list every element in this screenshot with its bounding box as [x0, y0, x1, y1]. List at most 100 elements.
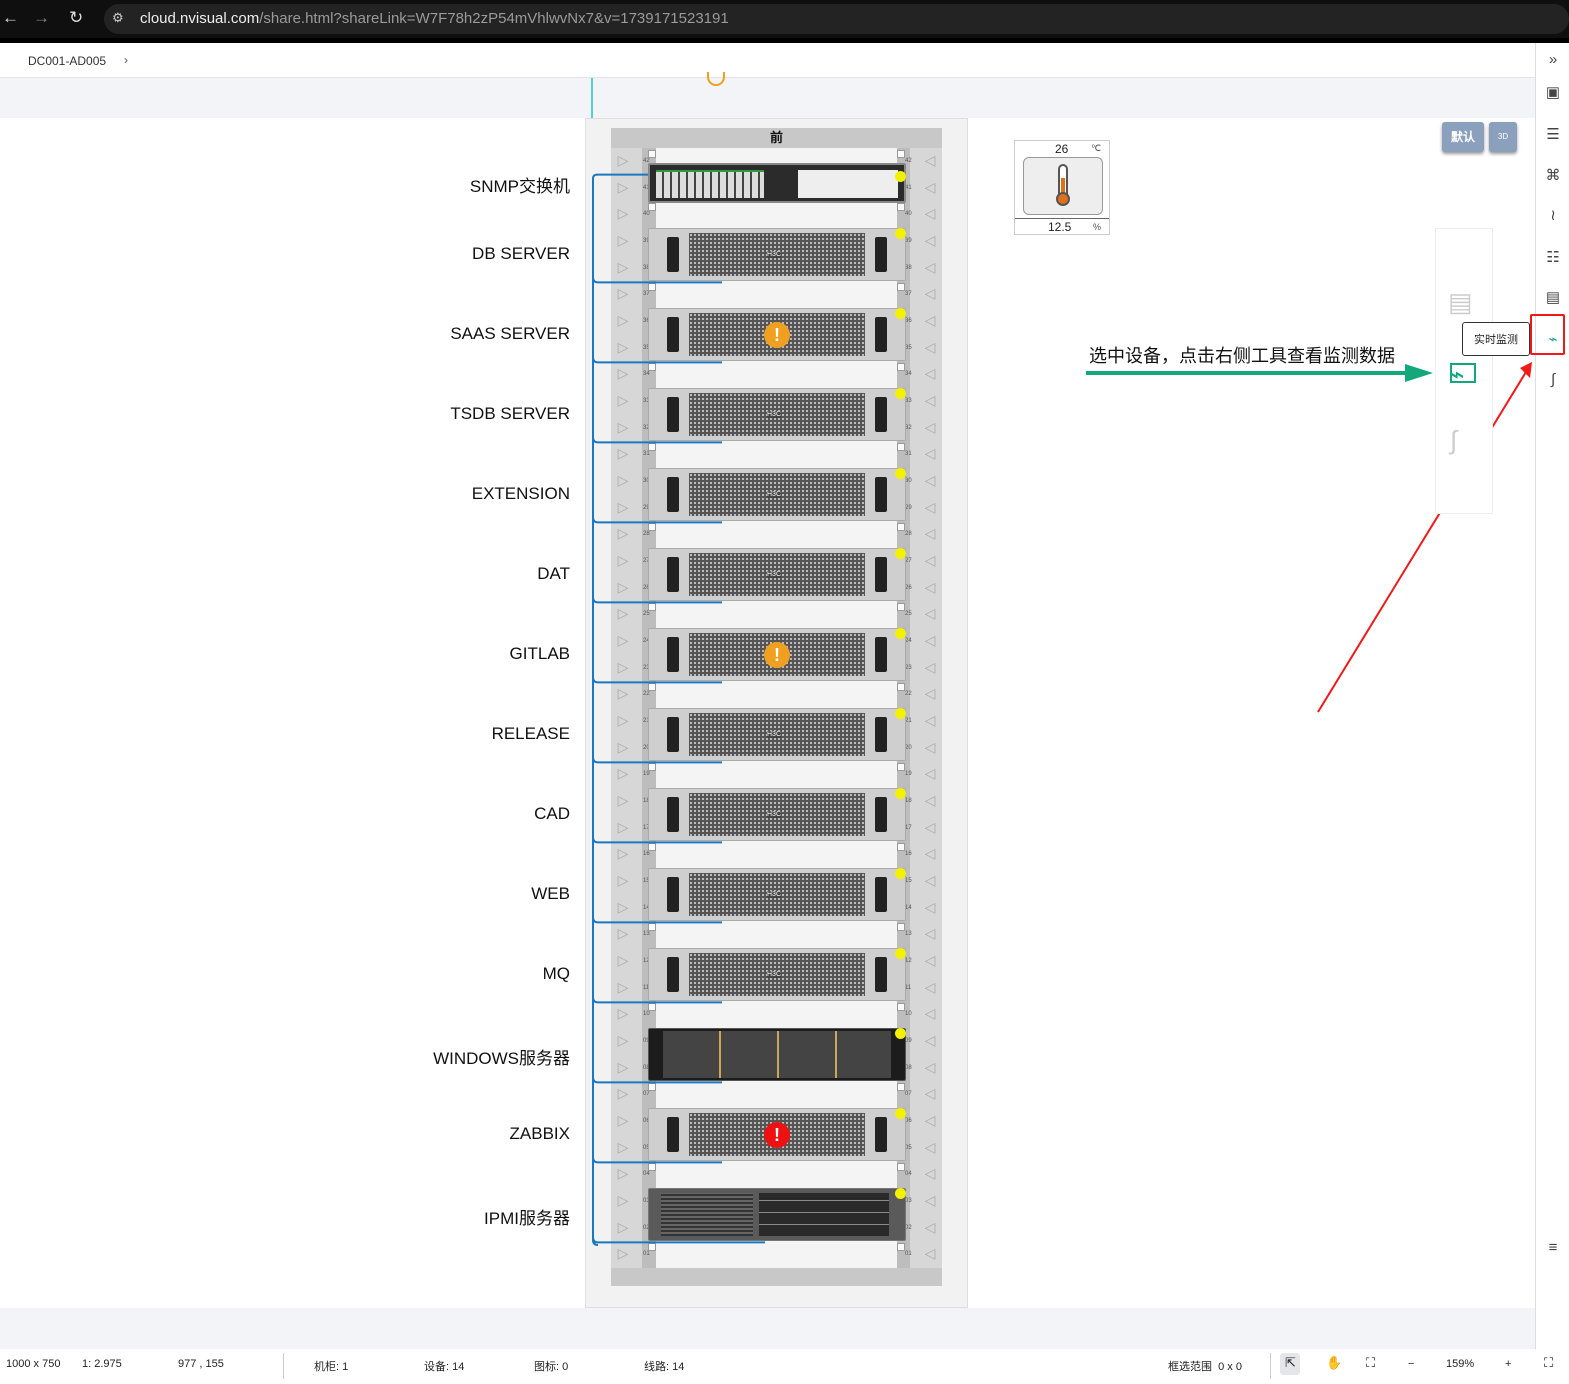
temperature-humidity-sensor[interactable]: 26 ℃ 12.5 % — [1014, 140, 1110, 235]
rack-device[interactable]: H3C — [648, 468, 906, 522]
device-label[interactable]: TSDB SERVER — [450, 403, 570, 423]
device-label[interactable]: EXTENSION — [471, 483, 570, 503]
tooltip: 实时监测 — [1462, 322, 1530, 356]
cable[interactable] — [592, 173, 650, 1246]
rack-device[interactable]: H3C — [648, 548, 906, 602]
cable[interactable] — [592, 677, 722, 684]
image-icon[interactable]: ▣ — [1545, 84, 1561, 101]
fullscreen-icon[interactable]: ⛶ — [1544, 1355, 1554, 1370]
cable[interactable] — [592, 357, 722, 364]
topology-icon[interactable]: ⌘ — [1545, 167, 1561, 184]
cable[interactable] — [592, 837, 722, 844]
device-label[interactable]: SAAS SERVER — [450, 323, 570, 343]
pointer-icon[interactable]: ⇱ — [1285, 1355, 1296, 1370]
device-label[interactable]: IPMI服务器 — [484, 1208, 570, 1228]
device-label[interactable]: ZABBIX — [509, 1123, 570, 1143]
unit-number: 30 — [905, 478, 912, 484]
unit-number: 09 — [905, 1038, 912, 1044]
device-label[interactable]: CAD — [534, 803, 570, 823]
cable[interactable] — [592, 1157, 722, 1164]
forward-icon[interactable]: → — [33, 8, 50, 27]
brand-logo: H3C — [767, 891, 782, 898]
rail-marker-icon: ▷ — [617, 898, 629, 915]
breadcrumb: DC001-AD005 › — [0, 43, 1535, 78]
breadcrumb-item[interactable]: DC001-AD005 — [28, 54, 107, 68]
temperature-value: 26 — [1055, 142, 1069, 156]
3d-view-button[interactable]: 3D — [1489, 122, 1517, 152]
address-bar[interactable]: ⚙ — [104, 4, 1569, 34]
rack-device[interactable]: H3C — [648, 388, 906, 442]
route-icon[interactable]: ≀ — [1550, 207, 1556, 224]
list-icon[interactable]: ☰ — [1546, 126, 1560, 143]
monitor-icon[interactable]: ⌁ — [1548, 331, 1558, 348]
unit-number: 01 — [643, 1251, 650, 1258]
device-label[interactable]: MQ — [542, 963, 570, 983]
rail-marker-icon: ◁ — [924, 232, 936, 248]
cable[interactable] — [592, 917, 722, 924]
rack-device[interactable]: H3C — [648, 868, 906, 922]
report-icon[interactable]: ▤ — [1545, 289, 1561, 306]
reload-icon[interactable]: ↻ — [69, 8, 84, 27]
rack-device[interactable]: H3C — [648, 708, 906, 762]
zoom-in-button[interactable]: + — [1505, 1358, 1512, 1370]
rack-device[interactable] — [648, 1028, 906, 1082]
rack-device[interactable] — [648, 162, 906, 203]
rail-marker-icon: ▷ — [617, 472, 629, 488]
device-label[interactable]: DAT — [537, 563, 570, 583]
line-count: 线路: 14 — [644, 1361, 685, 1373]
cable[interactable] — [592, 277, 722, 284]
cable[interactable] — [592, 517, 722, 524]
rack-device[interactable]: H3C — [648, 948, 906, 1002]
rail-marker-icon: ▷ — [617, 872, 629, 888]
brand-logo: H3C — [767, 731, 782, 738]
cable[interactable] — [592, 997, 722, 1004]
report-icon[interactable]: ▤ — [1448, 287, 1473, 317]
warning-alert-icon[interactable]: ! — [764, 641, 790, 668]
status-led — [895, 868, 906, 879]
unit-number: 32 — [905, 424, 912, 431]
cable[interactable] — [592, 597, 722, 604]
rail-marker-icon: ▷ — [617, 1085, 629, 1102]
mount-hole — [897, 363, 905, 372]
url-text[interactable]: cloud.nvisual.com/share.html?shareLink=W… — [140, 10, 729, 27]
warning-alert-icon[interactable]: ! — [764, 321, 790, 348]
select-tool-button[interactable] — [1280, 1353, 1300, 1375]
rack-device[interactable]: H3C — [648, 788, 906, 842]
curve-icon[interactable]: ∫ — [1550, 371, 1556, 388]
hand-icon[interactable]: ✋ — [1326, 1355, 1343, 1370]
device-label[interactable]: DB SERVER — [472, 243, 570, 263]
unit-number: 37 — [643, 291, 650, 298]
status-bar — [0, 1349, 1569, 1384]
cable[interactable] — [592, 437, 722, 444]
unit-number: 18 — [905, 798, 912, 804]
unit-number: 40 — [643, 211, 650, 218]
cable[interactable] — [592, 1077, 722, 1084]
device-label[interactable]: WINDOWS服务器 — [433, 1048, 570, 1068]
unit-number: 39 — [643, 238, 650, 244]
tree-icon[interactable]: ☷ — [1546, 249, 1560, 266]
unit-number: 25 — [905, 611, 912, 618]
canvas-size: 1000 x 750 — [6, 1358, 61, 1370]
back-icon[interactable]: ← — [2, 8, 19, 27]
rack-device[interactable]: H3C — [648, 228, 906, 282]
cable[interactable] — [592, 757, 722, 764]
rack-device[interactable] — [648, 1188, 906, 1242]
site-settings-icon[interactable]: ⚙ — [112, 10, 124, 25]
cable[interactable] — [592, 1237, 765, 1244]
mount-hole — [648, 1243, 656, 1252]
unit-number: 24 — [643, 638, 650, 644]
mount-hole — [897, 443, 905, 452]
device-label[interactable]: WEB — [531, 883, 570, 903]
curve-icon[interactable]: ∫ — [1450, 425, 1458, 455]
device-label[interactable]: GITLAB — [509, 643, 570, 663]
fit-screen-icon[interactable]: ⛶ — [1366, 1355, 1376, 1370]
zoom-out-button[interactable]: − — [1408, 1358, 1415, 1370]
device-label[interactable]: RELEASE — [491, 723, 570, 743]
default-view-button[interactable]: 默认 — [1442, 122, 1484, 152]
critical-alert-icon[interactable]: ! — [764, 1121, 790, 1148]
rail-marker-icon: ◁ — [924, 392, 936, 408]
menu-icon[interactable]: ≡ — [1548, 1239, 1558, 1256]
collapse-icon[interactable]: » — [1548, 51, 1558, 68]
device-label[interactable]: SNMP交换机 — [469, 176, 570, 196]
